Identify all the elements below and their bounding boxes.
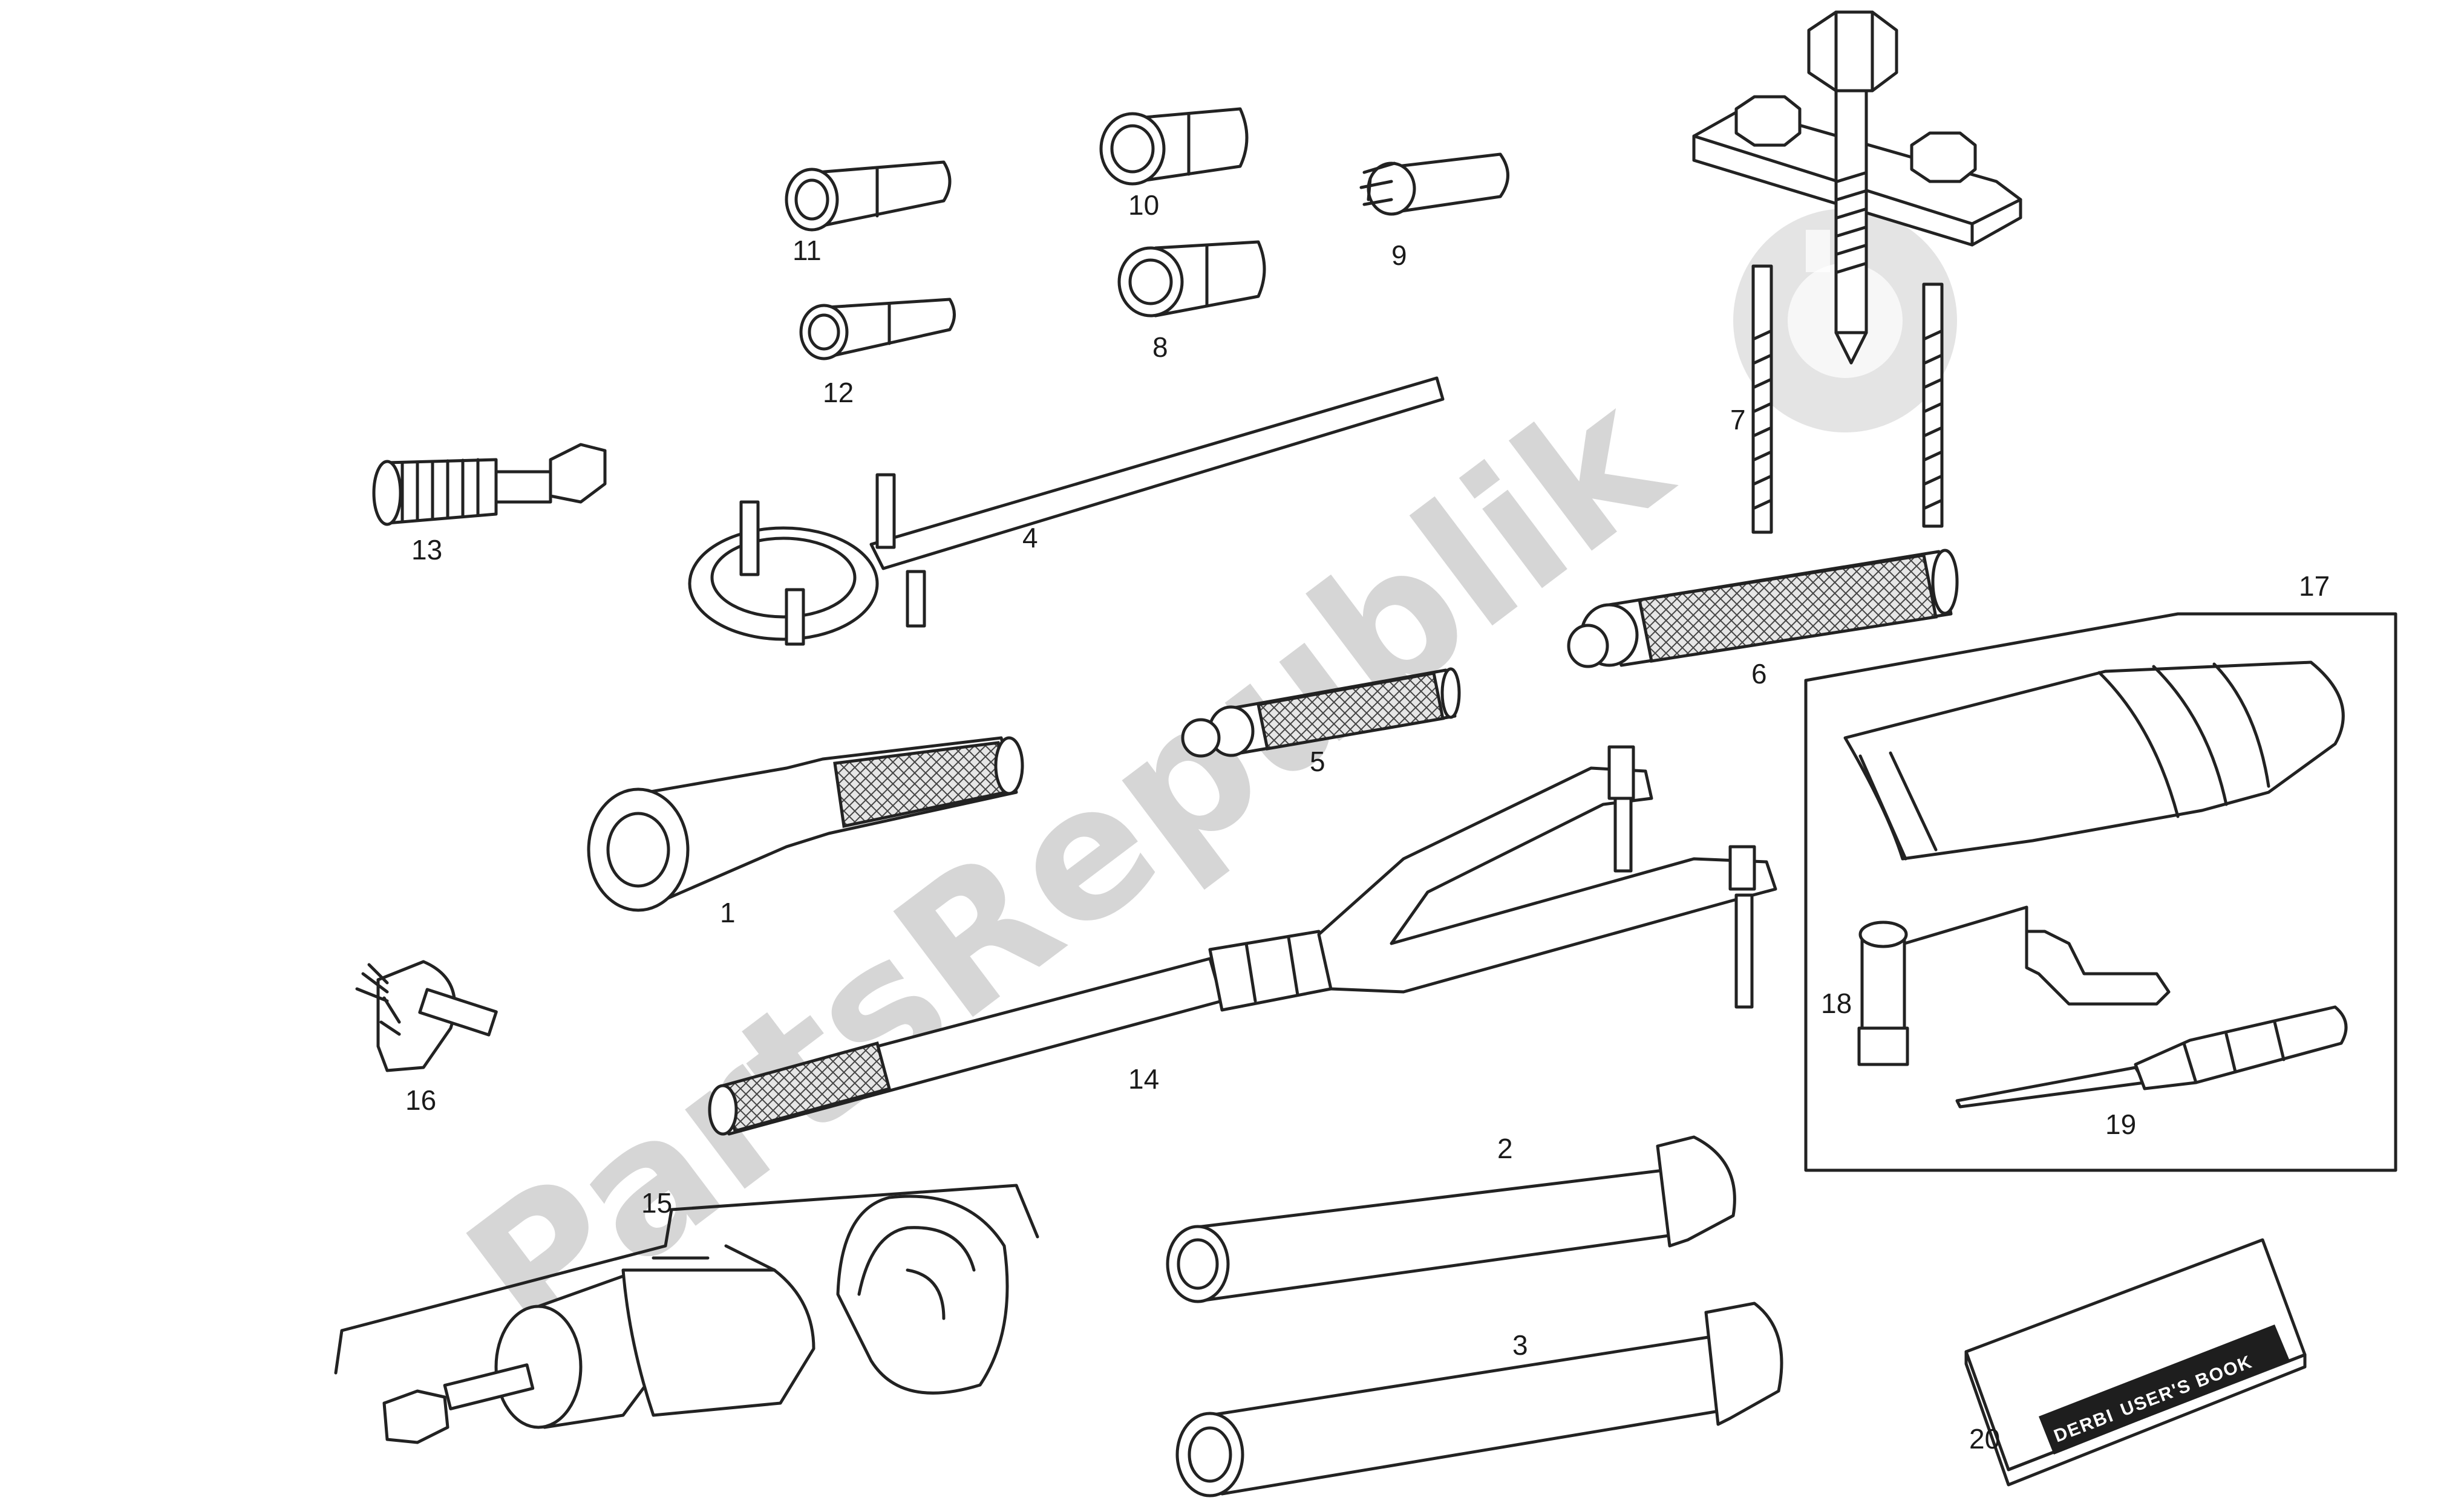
callout-3: 3 (1512, 1329, 1528, 1361)
part-18-box-wrench (1857, 905, 2171, 1066)
callout-15: 15 (641, 1187, 672, 1219)
part-2-tube (1166, 1135, 1736, 1303)
callout-17: 17 (2299, 570, 2330, 602)
callout-11: 11 (792, 235, 822, 266)
callout-4: 4 (1022, 522, 1038, 553)
part-5-knurled-drift (1181, 667, 1461, 758)
callout-5: 5 (1310, 746, 1325, 777)
part-12-sleeve (799, 298, 956, 360)
callout-12: 12 (823, 377, 854, 408)
part-11-sleeve (785, 160, 952, 232)
callout-10: 10 (1128, 189, 1159, 221)
part-8-sleeve (1117, 240, 1266, 318)
part-3-tube (1175, 1302, 1783, 1497)
part-1-bearing-installer (587, 736, 1024, 912)
callout-2: 2 (1497, 1133, 1513, 1164)
callout-8: 8 (1152, 331, 1168, 363)
part-7-puller (1692, 10, 2022, 534)
part-9-splined-sleeve (1359, 152, 1509, 216)
callout-9: 9 (1391, 240, 1407, 271)
part-4-ring-spanner (688, 376, 1445, 646)
callout-18: 18 (1821, 988, 1852, 1019)
callout-1: 1 (720, 897, 736, 928)
part-14-flywheel-holder (708, 745, 1777, 1136)
part-19-screwdriver (1955, 1005, 2348, 1109)
part-17-tool-kit (1804, 612, 2397, 1172)
part-15-tool-set (334, 1184, 1039, 1444)
callout-16: 16 (405, 1084, 436, 1116)
callout-7: 7 (1730, 404, 1746, 435)
part-13-threaded-adapter (372, 443, 607, 526)
callout-6: 6 (1751, 658, 1767, 689)
part-10-sleeve (1099, 107, 1249, 186)
part-6-knurled-drift (1567, 549, 1959, 668)
callout-13: 13 (411, 534, 442, 565)
callout-14: 14 (1128, 1063, 1159, 1095)
part-20-users-book: DERBI USER'S BOOK (1964, 1238, 2307, 1487)
callout-19: 19 (2105, 1109, 2136, 1140)
callout-20: 20 (1969, 1423, 2000, 1455)
part-16-clutch-tool (355, 960, 498, 1072)
